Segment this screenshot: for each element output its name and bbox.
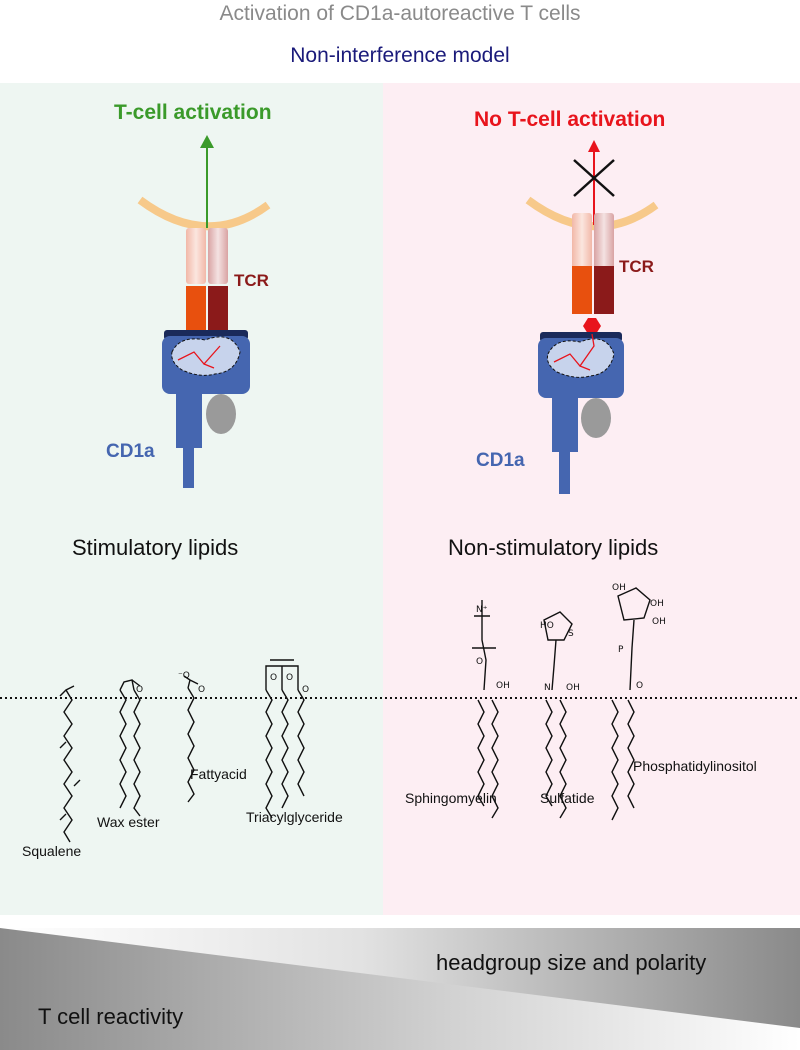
right-complex [525,140,659,494]
activation-label: T-cell activation [114,101,272,124]
figure-title: Activation of CD1a-autoreactive T cells [219,2,581,25]
svg-text:OH: OH [496,681,510,691]
svg-text:OH: OH [650,599,664,609]
tcr-alpha-variable [186,286,206,334]
cd1a-tail [559,450,570,494]
non-stimulatory-lipids-heading: Non-stimulatory lipids [448,535,659,560]
svg-text:O: O [136,685,143,695]
headgroup-blocker [583,318,601,334]
pi-chain-1 [611,699,619,821]
pi-chain-2 [627,699,635,809]
lipid-label-squalene: Squalene [22,843,82,859]
svg-text:N⁺: N⁺ [476,605,488,615]
lipid-label-triacylglyceride: Triacylglyceride [246,809,343,825]
svg-text:O: O [286,673,293,683]
cd1a-stalk [176,392,202,448]
binding-groove [546,338,615,378]
svg-text:OH: OH [566,683,580,693]
lipid-label-fattyacid: Fattyacid [190,766,247,782]
cd1a-stalk [552,396,578,452]
lipid-label-sphingomyelin: Sphingomyelin [405,790,497,806]
svg-text:OH: OH [652,617,666,627]
svg-text:O: O [476,657,483,667]
svg-text:N: N [544,683,551,693]
svg-text:O: O [198,685,205,695]
tcr-beta-constant [594,213,614,269]
beta2m [581,398,611,438]
lipid-label-phosphatidylinositol: Phosphatidylinositol [633,758,757,774]
svg-text:O: O [270,673,277,683]
no-activation-label: No T-cell activation [474,108,666,131]
membrane-arc [525,196,659,231]
wax-ester-chain-1 [119,689,127,809]
tcr-beta-variable [594,266,614,314]
reactivity-gradient-label: T cell reactivity [38,1004,184,1029]
cd1a-label-right: CD1a [476,450,525,471]
sphingomyelin-chain-2 [491,699,499,819]
figure-subtitle: Non-interference model [290,44,510,67]
sulfatide-chain-1 [545,699,553,807]
sphingomyelin-chain-1 [477,699,485,807]
svg-text:⁻O: ⁻O [178,671,190,681]
cd1a-tail [183,446,194,488]
beta2m [206,394,236,434]
tag-chain-2 [281,689,289,809]
tcr-label-left: TCR [234,271,269,290]
svg-text:O: O [302,685,309,695]
lipid-label-sulfatide: Sulfatide [540,790,595,806]
headgroup-gradient-label: headgroup size and polarity [436,950,707,975]
tag-chain-1 [265,689,273,819]
wax-ester-chain-2 [133,689,141,817]
tcr-label-right: TCR [619,257,654,276]
lipid-label-wax-ester: Wax ester [97,814,160,830]
membrane-arc [137,196,271,231]
lipid-structures [59,587,651,843]
stimulatory-lipids-heading: Stimulatory lipids [72,535,239,560]
tcr-alpha-constant [186,228,206,284]
arrowhead [200,135,214,148]
left-complex [137,135,271,488]
sulfatide-chain-2 [559,699,567,819]
svg-text:S: S [568,629,574,639]
svg-text:P: P [618,645,624,655]
cd1a-label-left: CD1a [106,441,155,462]
binding-groove [171,336,241,376]
svg-text:OH: OH [612,583,626,593]
fattyacid-chain [187,687,195,803]
tag-chain-3 [297,689,305,797]
tcr-beta-variable [208,286,228,334]
tcr-alpha-constant [572,213,592,269]
tcr-beta-constant [208,228,228,284]
tcr-alpha-variable [572,266,592,314]
svg-text:HO: HO [540,621,554,631]
svg-text:O: O [636,681,643,691]
arrowhead [588,140,600,152]
squalene-chain [63,689,73,843]
